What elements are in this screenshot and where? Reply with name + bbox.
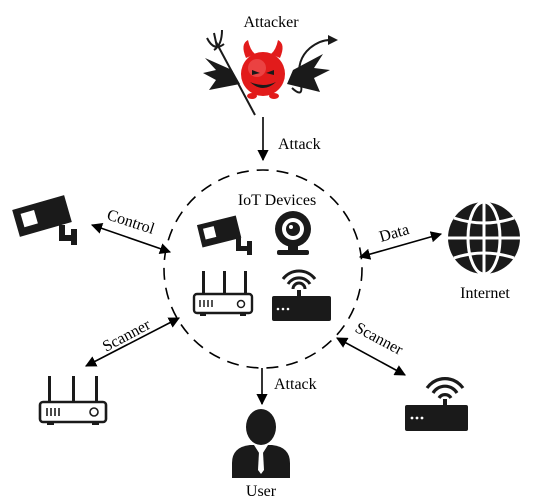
- iot-devices-boundary: [163, 169, 363, 369]
- security-camera-icon: [12, 195, 77, 245]
- attacker-label: Attacker: [243, 14, 299, 31]
- user-icon: [232, 409, 290, 478]
- webcam-icon: [275, 211, 311, 255]
- internet-label: Internet: [460, 285, 510, 302]
- wifi-router-icon: [405, 377, 468, 431]
- user-label: User: [246, 483, 277, 500]
- scanner-arrow-right: [336, 337, 406, 376]
- router-icon: [192, 271, 254, 316]
- globe-icon: [448, 200, 520, 276]
- attack-top-label: Attack: [278, 136, 321, 153]
- wifi-router-icon: [272, 269, 331, 321]
- security-camera-icon: [196, 215, 252, 255]
- data-arrow: [358, 231, 443, 260]
- control-label: Control: [105, 207, 157, 238]
- devil-icon: [203, 29, 338, 116]
- data-label: Data: [377, 221, 411, 246]
- router-icon: [38, 376, 108, 425]
- iot-devices-label: IoT Devices: [238, 192, 316, 209]
- attack-bottom-label: Attack: [274, 376, 317, 393]
- scanner-arrow-left: [85, 317, 180, 367]
- control-arrow: [90, 223, 172, 254]
- scanner-right-label: Scanner: [352, 320, 406, 360]
